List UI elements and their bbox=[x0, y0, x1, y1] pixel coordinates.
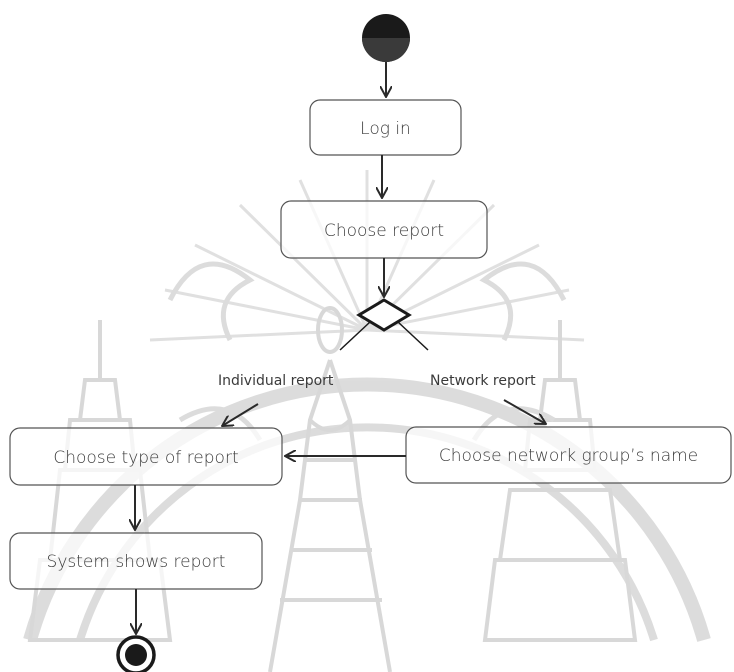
flow-individual-to-choose-type bbox=[222, 403, 259, 426]
initial-node bbox=[362, 14, 410, 62]
action-choose-type-of-report: Choose type of report bbox=[9, 427, 283, 486]
action-log-in-label: Log in bbox=[360, 119, 411, 139]
action-system-shows-report-label: System shows report bbox=[47, 552, 226, 572]
action-choose-report: Choose report bbox=[280, 200, 488, 259]
action-system-shows-report: System shows report bbox=[9, 532, 263, 590]
action-choose-report-label: Choose report bbox=[324, 221, 444, 241]
guard-individual-report: Individual report bbox=[218, 373, 334, 389]
guard-network-report: Network report bbox=[430, 373, 536, 389]
action-log-in: Log in bbox=[309, 99, 462, 156]
final-node bbox=[116, 635, 156, 672]
decision-node bbox=[339, 298, 429, 351]
action-choose-network-group-name-label: Choose network group’s name bbox=[439, 446, 698, 466]
action-choose-type-of-report-label: Choose type of report bbox=[53, 448, 238, 468]
action-choose-network-group-name: Choose network group’s name bbox=[405, 426, 732, 484]
flow-network-to-choose-group bbox=[503, 399, 546, 424]
